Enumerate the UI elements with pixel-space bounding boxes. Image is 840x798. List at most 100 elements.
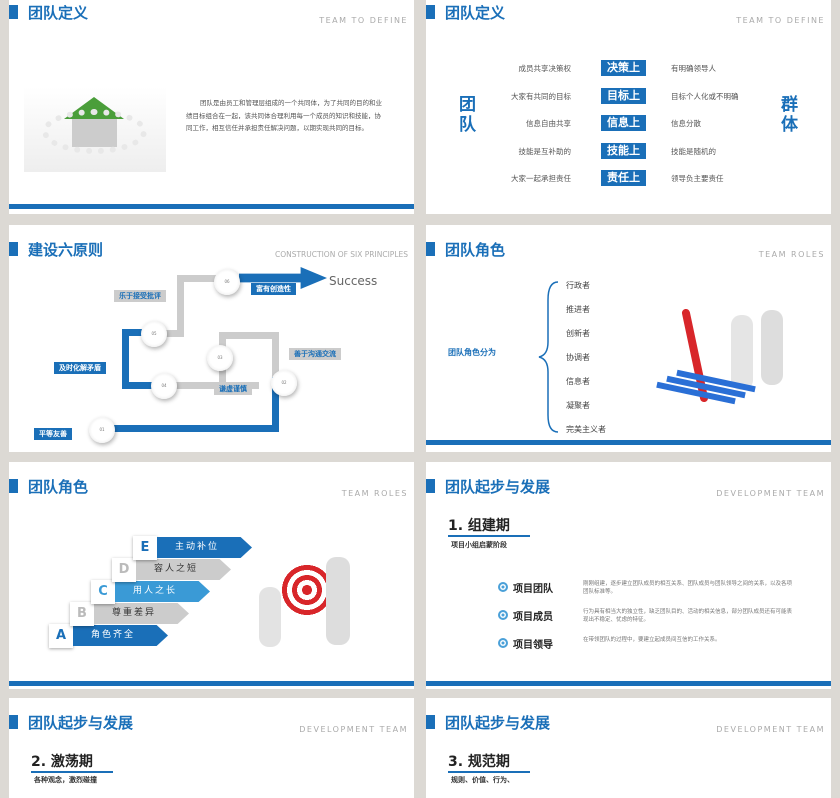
path-segment (272, 375, 279, 432)
slide-team-vs-group[interactable]: 团队定义 TEAM TO DEFINE 团队 群体 成员共享决策权决策上有明确领… (426, 0, 831, 214)
item-name: 项目团队 (513, 584, 553, 595)
slide-subtitle-en: TEAM TO DEFINE (736, 16, 825, 25)
slide-subtitle-en: TEAM ROLES (758, 250, 825, 259)
team-label: 团队 (459, 95, 476, 135)
group-label: 群体 (781, 95, 798, 135)
development-item: 项目团队刚刚组建，逐步建立团队成员的相互关系、团队成员与团队领导之间的关系，以及… (498, 580, 793, 596)
principle-node: 06 (214, 269, 240, 295)
principle-node: 02 (271, 370, 297, 396)
slide-title: 团队起步与发展 (445, 713, 551, 732)
aspect-badge: 决策上 (601, 60, 646, 76)
phase-subtitle: 项目小组启蒙阶段 (451, 541, 507, 549)
slide-header: 团队定义 (426, 2, 505, 22)
title-bar-icon (9, 479, 18, 493)
success-label: Success (329, 274, 378, 288)
principle-label: 善于沟通交流 (289, 348, 341, 360)
role-item: 创新者 (566, 329, 590, 338)
path-segment (104, 425, 274, 432)
slide-header: 团队起步与发展 (9, 712, 133, 732)
development-item: 项目成员 行为具有相当大的独立性，缺乏团队目的、活动的相关信息，部分团队成员还有可… (498, 608, 793, 624)
group-trait: 领导负主要责任 (671, 174, 724, 183)
step-label: 角色齐全 (73, 625, 168, 646)
slide-title: 团队定义 (28, 3, 89, 22)
path-segment (122, 329, 152, 336)
path-segment (122, 329, 129, 389)
principle-label: 乐于接受批评 (114, 290, 166, 302)
slide-header: 建设六原则 (9, 239, 103, 259)
people-around-house-image (24, 87, 166, 172)
slide-title: 建设六原则 (28, 240, 104, 259)
slide-development-forming[interactable]: 团队起步与发展 DEVELOPMENT TEAM 1. 组建期 项目小组启蒙阶段… (426, 462, 831, 689)
principle-label: 及时化解矛盾 (54, 362, 106, 374)
aspect-badge: 信息上 (601, 115, 646, 131)
definition-text: 团队是由员工和管理层组成的一个共同体，为了共同的目的和业绩目标组合在一起，该共同… (186, 99, 382, 132)
slide-development-storming[interactable]: 团队起步与发展 DEVELOPMENT TEAM 2. 激荡期 各种观念，激烈碰… (9, 698, 414, 798)
item-description: 在带领团队的过程中，要建立起成员间互信的工作关系。 (583, 637, 721, 643)
item-name: 项目领导 (513, 640, 553, 651)
title-bar-icon (9, 715, 18, 729)
step-key: E (133, 535, 157, 560)
slide-header: 团队角色 (9, 476, 88, 496)
footer-bar (9, 204, 414, 209)
slide-header: 团队起步与发展 (426, 476, 550, 496)
slide-title: 团队起步与发展 (28, 713, 134, 732)
footer-bar (426, 440, 831, 445)
slide-team-roles[interactable]: 团队角色 TEAM ROLES 团队角色分为 行政者推进者创新者协调者信息者凝聚… (426, 225, 831, 452)
team-trait: 大家有共同的目标 (511, 91, 571, 101)
step-label: 主动补位 (157, 537, 252, 558)
slide-title: 团队定义 (445, 3, 506, 22)
slide-subtitle-en: TEAM ROLES (341, 489, 408, 498)
title-bar-icon (9, 242, 18, 256)
slide-team-definition[interactable]: 团队定义 TEAM TO DEFINE 团队是由员工和管理层组成的一个共同体，为… (9, 0, 414, 214)
role-item: 行政者 (566, 281, 590, 290)
title-bar-icon (426, 715, 435, 729)
title-bar-icon (426, 242, 435, 256)
item-name: 项目成员 (513, 612, 553, 623)
principle-label: 平等友善 (34, 428, 72, 440)
slide-header: 团队角色 (426, 239, 505, 259)
principle-node: 05 (141, 321, 167, 347)
slide-subtitle-en: TEAM TO DEFINE (319, 16, 408, 25)
group-trait: 技能是随机的 (671, 146, 716, 156)
step-label: 用人之长 (115, 581, 210, 602)
path-segment (159, 382, 259, 389)
footer-bar (426, 681, 831, 686)
target-circle-icon (498, 638, 508, 648)
slide-subtitle-en: DEVELOPMENT TEAM (299, 725, 408, 734)
role-item: 推进者 (566, 305, 590, 314)
slide-subtitle-en: DEVELOPMENT TEAM (716, 725, 825, 734)
phase-subtitle: 规则、价值、行为、 (451, 776, 514, 784)
path-segment (219, 332, 279, 339)
title-bar-icon (426, 479, 435, 493)
roles-lead: 团队角色分为 (448, 348, 496, 357)
team-trait: 大家一起承担责任 (511, 174, 571, 183)
item-description: 行为具有相当大的独立性，缺乏团队目的、活动的相关信息，部分团队成员还有可能表现出… (583, 609, 793, 623)
slide-six-principles[interactable]: 建设六原则 CONSTRUCTION OF SIX PRINCIPLES Suc… (9, 225, 414, 452)
target-circle-icon (498, 582, 508, 592)
team-trait: 技能是互补助的 (518, 146, 572, 156)
slide-header: 团队定义 (9, 2, 88, 22)
path-segment (122, 382, 162, 389)
step-key: A (49, 623, 73, 648)
principle-label: 富有创造性 (251, 283, 296, 295)
path-segment (272, 332, 279, 377)
role-item: 凝聚者 (566, 401, 590, 410)
slide-subtitle-en: CONSTRUCTION OF SIX PRINCIPLES (274, 250, 408, 259)
development-item: 项目领导 在带领团队的过程中，要建立起成员间互信的工作关系。 (498, 636, 793, 651)
slide-subtitle-en: DEVELOPMENT TEAM (716, 489, 825, 498)
aspect-badge: 目标上 (601, 87, 646, 104)
team-trait: 信息自由共享 (526, 119, 571, 128)
title-bar-icon (426, 5, 435, 19)
path-segment (177, 275, 227, 282)
title-bar-icon (9, 5, 18, 19)
aspect-badge: 技能上 (601, 142, 646, 159)
phase-title: 3. 规范期 (448, 751, 530, 773)
slide-development-norming[interactable]: 团队起步与发展 DEVELOPMENT TEAM 3. 规范期 规则、价值、行为… (426, 698, 831, 798)
target-circle-icon (498, 610, 508, 620)
